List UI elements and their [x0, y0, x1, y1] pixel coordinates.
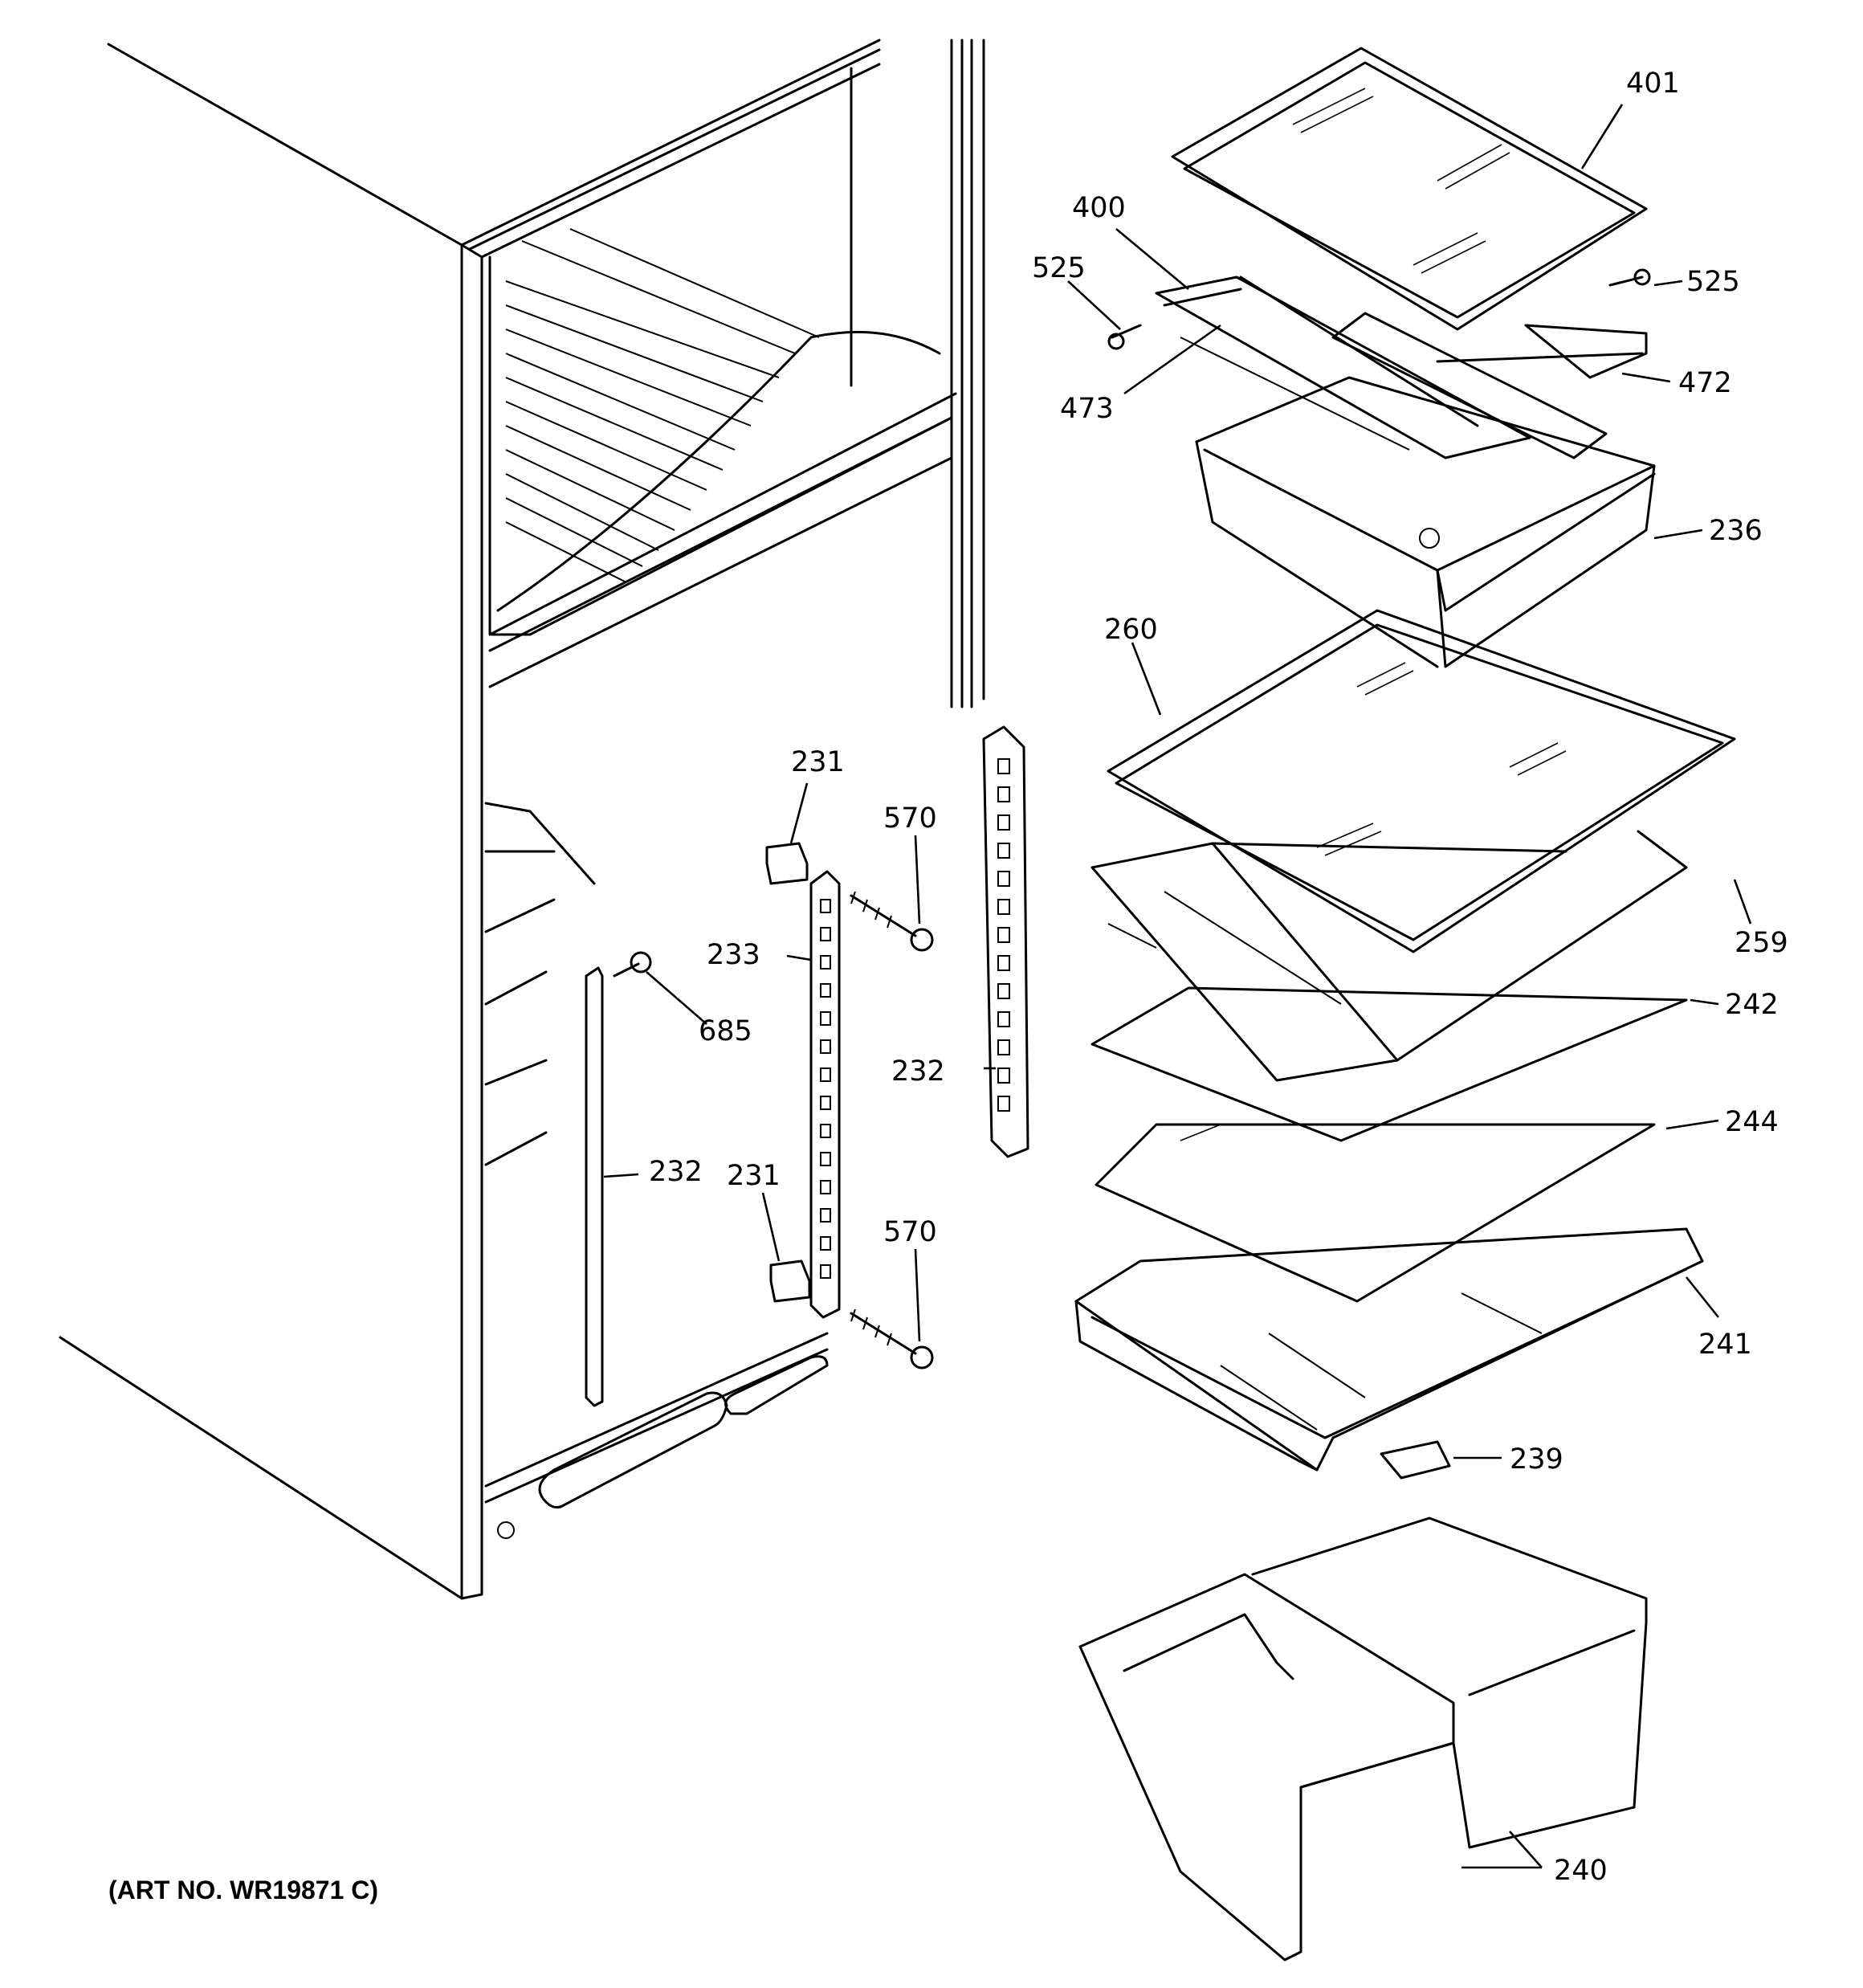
- clip-231-bottom: [769, 1259, 811, 1303]
- callout-242: 242: [1725, 989, 1779, 1021]
- screw-570-top: [850, 891, 934, 952]
- callout-473: 473: [1060, 393, 1114, 425]
- callout-525-left: 525: [1032, 252, 1086, 284]
- callout-236: 236: [1709, 515, 1763, 547]
- crisper-frame-241: [1074, 1227, 1704, 1472]
- screw-525-right: [1608, 268, 1651, 287]
- callout-231-bottom: 231: [727, 1160, 781, 1192]
- shelf-ladder-232-center: [982, 725, 1029, 1158]
- clip-231-top: [765, 842, 809, 885]
- callout-239: 239: [1510, 1443, 1563, 1476]
- callout-685: 685: [699, 1015, 752, 1047]
- screw-570-bottom: [850, 1308, 934, 1370]
- callout-260: 260: [1104, 614, 1158, 646]
- callout-241: 241: [1698, 1329, 1752, 1361]
- callout-244: 244: [1725, 1106, 1779, 1138]
- shelf-ladder-232-left: [585, 966, 604, 1407]
- glass-shelf-401: [1171, 47, 1648, 331]
- meat-drawer-236: [1195, 376, 1656, 668]
- leader-lines: [603, 104, 1752, 1869]
- refrigerator-cabinet: [59, 39, 985, 1600]
- callout-233: 233: [707, 939, 760, 971]
- freezer-floor-ribs: [505, 228, 820, 583]
- callout-240: 240: [1554, 1855, 1608, 1887]
- screw-685: [613, 951, 652, 978]
- callout-401: 401: [1626, 67, 1680, 100]
- shelf-frame-259: [1090, 830, 1688, 1082]
- callout-525-right: 525: [1686, 266, 1740, 298]
- screw-525-left: [1107, 324, 1142, 350]
- callout-232-left: 232: [649, 1156, 703, 1188]
- drawer-slide-239: [1380, 1440, 1451, 1480]
- callout-231-top: 231: [791, 746, 845, 778]
- callout-400: 400: [1072, 192, 1126, 224]
- callout-570-top: 570: [883, 802, 937, 835]
- glass-cover-244: [1095, 1123, 1656, 1303]
- callout-472: 472: [1678, 367, 1732, 399]
- art-number: (ART NO. WR19871 C): [108, 1876, 379, 1904]
- vegetable-drawers-240: [1078, 1517, 1648, 1961]
- callout-259: 259: [1735, 927, 1788, 959]
- shelf-rails-400-472: [1155, 276, 1648, 459]
- shelf-ladder-233: [809, 870, 841, 1319]
- glass-shelf-260: [1107, 609, 1736, 953]
- callout-570-bottom: 570: [883, 1216, 937, 1248]
- callout-232-center: 232: [891, 1055, 945, 1088]
- glass-cover-242: [1090, 986, 1688, 1142]
